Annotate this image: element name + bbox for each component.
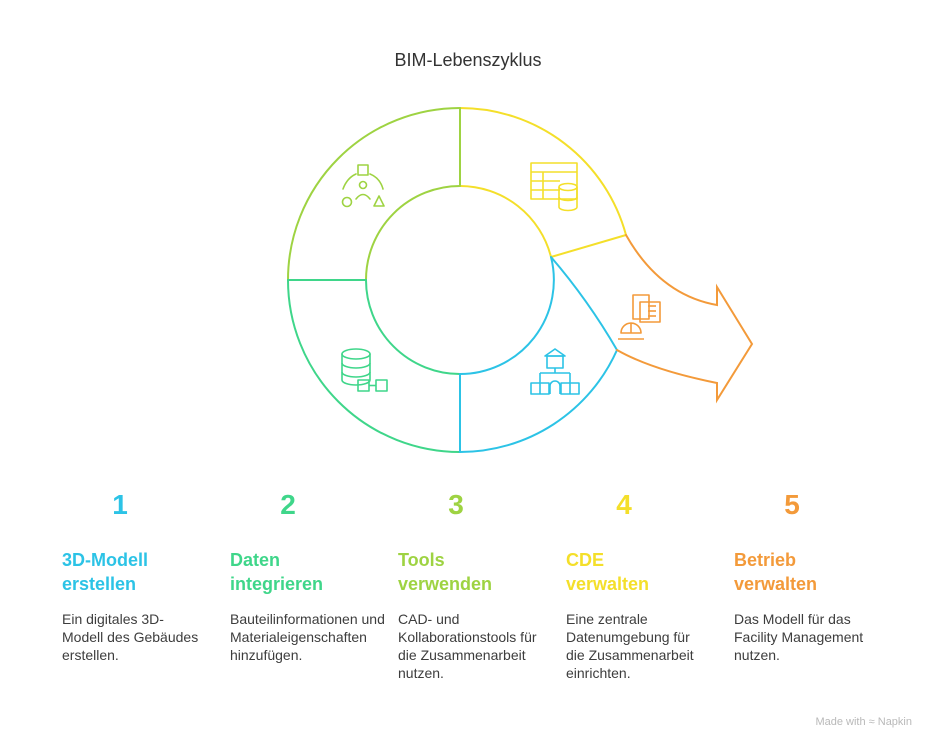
- step-heading: Tools verwenden: [398, 550, 493, 594]
- step-2: 2 Daten integrieren Bauteilinformationen…: [230, 488, 395, 664]
- step-1: 1 3D-Modell erstellen Ein digitales 3D-M…: [62, 488, 227, 664]
- napkin-logo-icon: ≈: [868, 716, 875, 728]
- step-number: 1: [112, 489, 128, 520]
- step-number: 5: [784, 489, 800, 520]
- ring-inner-arc-bottom-left: [365, 279, 461, 375]
- step-description: Bauteilinformationen und Materialeigensc…: [230, 611, 385, 663]
- made-with-napkin[interactable]: Made with ≈ Napkin: [815, 716, 912, 728]
- step-heading: CDE verwalten: [566, 550, 650, 594]
- step-description: Ein digitales 3D-Modell des Gebäudes ers…: [62, 611, 199, 663]
- step-5: 5 Betrieb verwalten Das Modell für das F…: [734, 488, 899, 664]
- people-shapes-icon: [341, 164, 385, 208]
- step-4: 4 CDE verwalten Eine zentrale Datenumgeb…: [566, 488, 731, 682]
- ring-inner-arc-bottom-right: [459, 256, 555, 375]
- napkin-brand: Napkin: [877, 716, 912, 728]
- step-number: 2: [280, 489, 296, 520]
- step-heading: 3D-Modell erstellen: [62, 550, 149, 594]
- ring-inner-arc-top-right: [459, 185, 552, 258]
- step-description: Eine zentrale Datenumgebung für die Zusa…: [566, 611, 694, 681]
- step-3: 3 Tools verwenden CAD- und Kollaboration…: [398, 488, 563, 682]
- step-number: 3: [448, 489, 464, 520]
- ring-divider-right: [550, 234, 627, 258]
- ring-outer-arc-bottom-left: [287, 279, 461, 453]
- ring-inner-arc-top-left: [365, 185, 461, 281]
- step-description: Das Modell für das Facility Management n…: [734, 611, 864, 663]
- step-description: CAD- und Kollaborationstools für die Zus…: [398, 611, 537, 681]
- step-heading: Betrieb verwalten: [734, 550, 818, 594]
- ring-outer-arc-top-left: [287, 107, 461, 281]
- lifecycle-diagram: [287, 107, 754, 453]
- building-network-icon: [530, 348, 580, 395]
- step-heading: Daten integrieren: [230, 550, 324, 594]
- made-with-label: Made with: [815, 716, 866, 728]
- database-connect-icon: [341, 348, 388, 392]
- table-database-icon: [530, 162, 578, 212]
- diagram-title: BIM-Lebenszyklus: [394, 50, 542, 70]
- exit-arrow: [616, 234, 754, 404]
- ring-outer-arc-bottom-right: [459, 349, 618, 453]
- ring-outer-arc-top-right: [459, 107, 627, 236]
- ring-connector: [550, 256, 618, 351]
- hardhat-building-icon: [618, 294, 661, 340]
- step-number: 4: [616, 489, 632, 520]
